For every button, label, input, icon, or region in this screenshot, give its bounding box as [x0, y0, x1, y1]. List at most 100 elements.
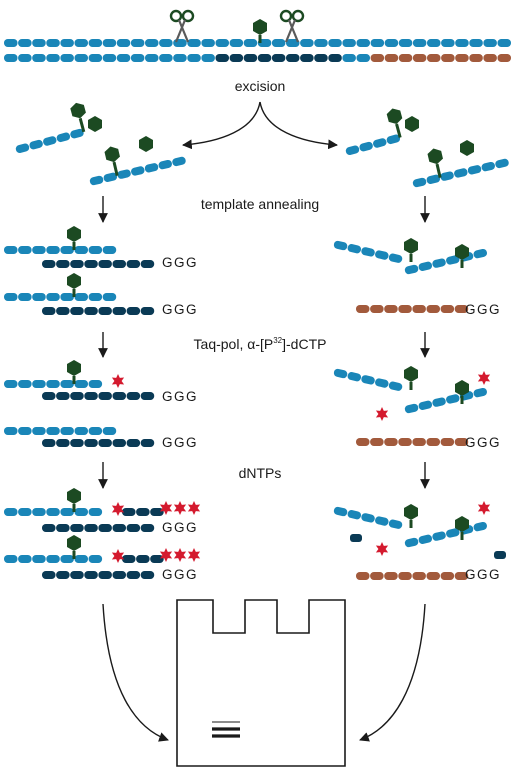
nucleotide — [300, 39, 314, 47]
radiolabel-star-icon — [187, 501, 201, 515]
nucleotide — [373, 138, 387, 148]
label-reagent-prefix: Taq-pol, α-[P — [194, 336, 274, 352]
template-ggg-label: GGG — [465, 435, 501, 450]
nucleotide — [454, 438, 469, 446]
nucleotide — [404, 537, 419, 548]
nucleotide — [375, 250, 389, 260]
nucleotide — [32, 39, 46, 47]
nucleotide — [98, 524, 112, 532]
nucleotide — [446, 394, 460, 404]
nucleotide — [88, 555, 103, 563]
nucleotide — [398, 54, 413, 62]
nucleotide — [455, 54, 469, 62]
nucleotide — [56, 307, 70, 315]
nucleotide — [74, 54, 88, 62]
nucleotide — [441, 39, 455, 47]
nucleotide — [467, 165, 482, 175]
nucleotide — [375, 516, 389, 526]
nucleotide — [286, 39, 300, 47]
nucleotide — [88, 293, 103, 301]
nucleotide — [126, 571, 141, 579]
nucleotide — [4, 246, 18, 254]
nucleotide — [84, 571, 98, 579]
scissors-icon — [279, 9, 305, 43]
nucleotide — [412, 54, 427, 62]
nucleotide — [88, 246, 103, 254]
nucleotide — [18, 246, 32, 254]
lesion-hexagon-icon — [104, 146, 120, 163]
nucleotide — [495, 158, 509, 169]
nucleotide — [469, 39, 483, 47]
nucleotide — [88, 39, 103, 47]
lesion-adduct — [139, 136, 153, 152]
nucleotide — [103, 172, 118, 182]
nucleotide — [342, 39, 356, 47]
lesion-adduct — [455, 380, 469, 404]
nucleotide — [356, 39, 370, 47]
scissors-handle — [169, 9, 183, 23]
nucleotide — [84, 392, 98, 400]
nucleotide — [74, 555, 88, 563]
nucleotide — [215, 54, 229, 62]
free-nucleotide — [494, 551, 506, 559]
nucleotide — [102, 246, 117, 254]
nucleotide — [497, 39, 511, 47]
nucleotide — [70, 260, 84, 268]
process-arrow — [102, 603, 169, 742]
nucleotide — [345, 145, 360, 156]
nucleotide — [140, 439, 155, 447]
nucleotide — [187, 54, 201, 62]
excised-oligo — [404, 521, 487, 548]
template-strand — [356, 305, 469, 313]
nucleotide — [42, 524, 56, 532]
process-arrow — [359, 603, 426, 742]
template-ggg-label: GGG — [465, 302, 501, 317]
nucleotide — [46, 246, 60, 254]
nucleotide — [18, 380, 32, 388]
nucleotide — [201, 54, 215, 62]
nucleotide — [386, 134, 401, 145]
nucleotide — [18, 508, 32, 516]
lesion-hexagon-icon — [455, 244, 469, 260]
nucleotide — [74, 246, 88, 254]
nucleotide — [384, 39, 399, 47]
nucleotide — [4, 39, 18, 47]
lesion-adduct — [67, 226, 81, 250]
nucleotide — [418, 400, 433, 410]
nucleotide — [136, 508, 150, 516]
nucleotide — [84, 307, 98, 315]
template-ggg-label: GGG — [465, 567, 501, 582]
nucleotide — [441, 54, 455, 62]
lesion-oligo — [4, 427, 117, 435]
nucleotide — [201, 39, 215, 47]
nucleotide — [229, 54, 244, 62]
nucleotide — [333, 506, 348, 517]
lesion-oligo — [4, 508, 103, 516]
nucleotide — [347, 372, 362, 382]
lesion-hexagon-icon — [139, 136, 153, 152]
nucleotide — [314, 39, 328, 47]
template-strand — [42, 260, 155, 268]
template-ggg-label: GGG — [162, 567, 198, 582]
nucleotide — [18, 39, 32, 47]
nucleotide — [98, 439, 112, 447]
nucleotide — [347, 244, 362, 254]
nucleotide — [140, 307, 155, 315]
nucleotide — [328, 39, 342, 47]
nucleotide — [473, 248, 487, 259]
nucleotide — [70, 392, 84, 400]
nucleotide — [404, 403, 419, 414]
nucleotide — [46, 508, 60, 516]
nucleotide — [122, 508, 136, 516]
label-isotope-superscript: 32 — [273, 336, 282, 345]
nucleotide — [46, 427, 60, 435]
nucleotide — [473, 521, 487, 532]
lesion-adduct — [455, 244, 469, 268]
nucleotide — [46, 555, 60, 563]
nucleotide — [483, 39, 497, 47]
nucleotide — [454, 168, 468, 178]
nucleotide — [98, 392, 112, 400]
nucleotide — [388, 253, 403, 263]
radiolabel-star-icon — [477, 501, 491, 515]
nucleotide — [112, 307, 126, 315]
